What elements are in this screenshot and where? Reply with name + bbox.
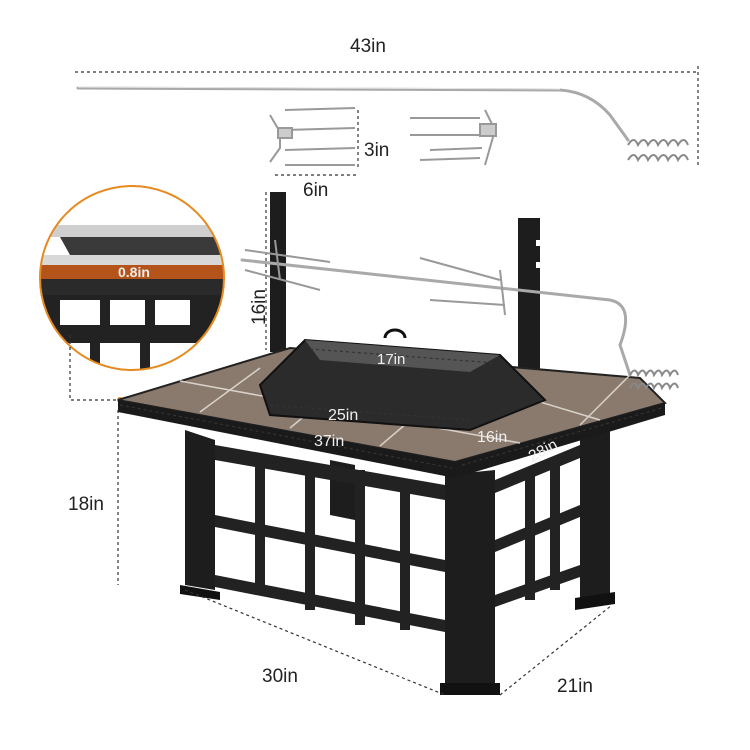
label-rim-thickness: 0.8in — [118, 264, 150, 280]
label-spit-length: 43in — [350, 36, 386, 57]
spit-rod-detail — [75, 66, 699, 176]
label-base-width: 21in — [557, 676, 593, 697]
table-frame — [180, 420, 615, 695]
spit-rod — [76, 86, 630, 142]
label-table-length: 37in — [314, 433, 344, 450]
dimension-line-21in — [499, 604, 613, 696]
rim-detail-inset: 0.8in — [39, 185, 225, 403]
label-grill-top: 17in — [377, 351, 405, 368]
rotisserie-spit — [240, 239, 679, 391]
fork-right — [410, 109, 497, 166]
inset-leader-line — [69, 335, 120, 401]
label-fork-height: 3in — [364, 140, 389, 161]
dimension-line-30in — [184, 589, 446, 696]
dimension-line-28in — [461, 407, 663, 466]
dimension-line-37in — [119, 404, 453, 469]
label-bowl-width: 25in — [328, 407, 358, 424]
label-bowl-depth: 16in — [477, 429, 507, 446]
fork-left — [269, 107, 356, 166]
label-base-length: 30in — [262, 666, 298, 687]
label-table-height: 18in — [68, 494, 104, 515]
dimension-line-17in — [309, 348, 496, 364]
mesh-grill-cover — [258, 328, 547, 432]
label-post-height: 16in — [249, 289, 270, 325]
label-fork-width: 6in — [303, 180, 328, 201]
spring-handle-icon — [627, 139, 689, 163]
